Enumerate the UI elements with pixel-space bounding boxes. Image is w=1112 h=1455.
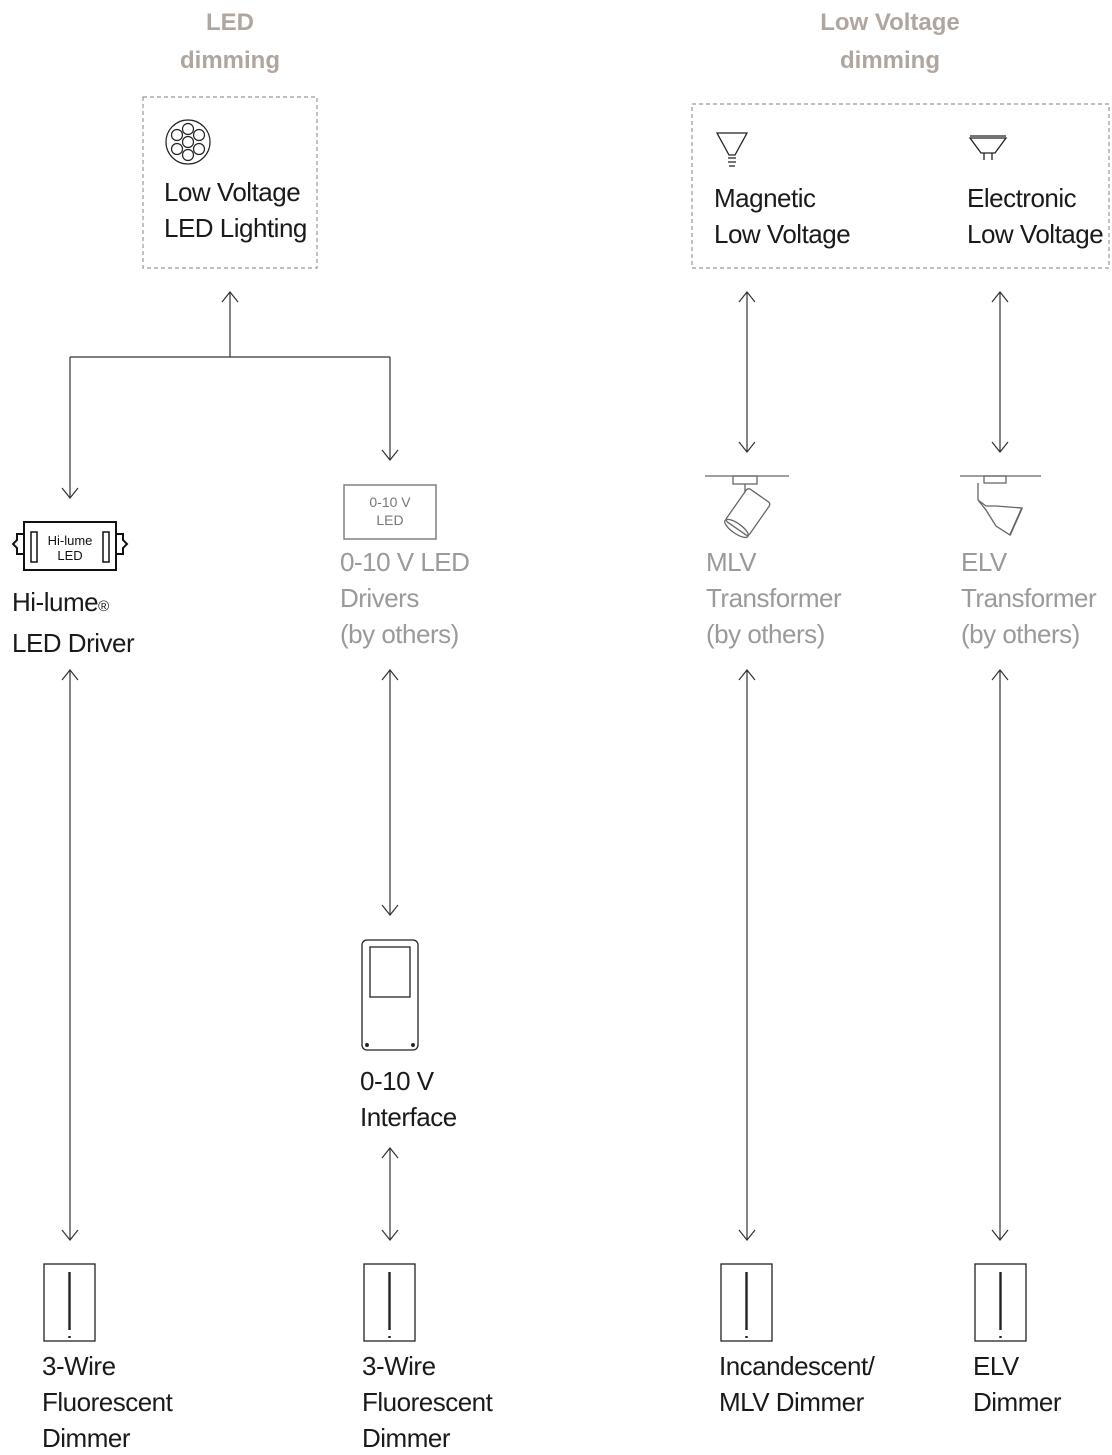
- 010-led-driver-icon: [343, 484, 437, 540]
- lv-led-lighting-label: Low Voltage LED Lighting: [164, 177, 307, 243]
- dimmer-label-1: 3-Wire Fluorescent Dimmer: [42, 1351, 173, 1453]
- led-dimming-heading: LED dimming: [180, 9, 280, 74]
- led-source-box: [142, 96, 318, 269]
- led-cluster-icon: [165, 119, 211, 165]
- hilume-driver-icon: [11, 521, 129, 571]
- hilume-driver-label: Hi-lume® LED Driver: [12, 587, 135, 658]
- mr16-lamp-icon: [715, 132, 749, 167]
- 010-box-text: 0-10 V LED: [369, 494, 411, 528]
- dimmer-label-3: Incandescent/ MLV Dimmer: [719, 1351, 875, 1417]
- dimmer-label-2: 3-Wire Fluorescent Dimmer: [362, 1351, 493, 1453]
- lv-dimming-heading: Low Voltage dimming: [820, 9, 960, 74]
- 010-interface-label: 0-10 V Interface: [360, 1066, 457, 1132]
- mlv-transformer-label: MLV Transformer (by others): [706, 547, 842, 649]
- track-light-icon: [960, 475, 1041, 536]
- electronic-lv-label: Electronic Low Voltage: [967, 183, 1104, 249]
- interface-box-icon: [361, 939, 419, 1051]
- elv-transformer-label: ELV Transformer (by others): [961, 547, 1097, 649]
- dimmer-label-4: ELV Dimmer: [973, 1351, 1062, 1417]
- hilume-box-text: Hi-lume LED: [47, 533, 93, 563]
- mr16-pin-lamp-icon: [968, 135, 1008, 160]
- dimmer-icon: [43, 1263, 96, 1342]
- 010-led-drivers-label: 0-10 V LED Drivers (by others): [340, 547, 470, 649]
- dimmer-icon: [720, 1263, 773, 1342]
- magnetic-lv-label: Magnetic Low Voltage: [714, 183, 851, 249]
- track-light-icon: [705, 475, 789, 539]
- dimmer-icon: [363, 1263, 416, 1342]
- lv-source-box: [691, 103, 1110, 269]
- dimmer-icon: [974, 1263, 1027, 1342]
